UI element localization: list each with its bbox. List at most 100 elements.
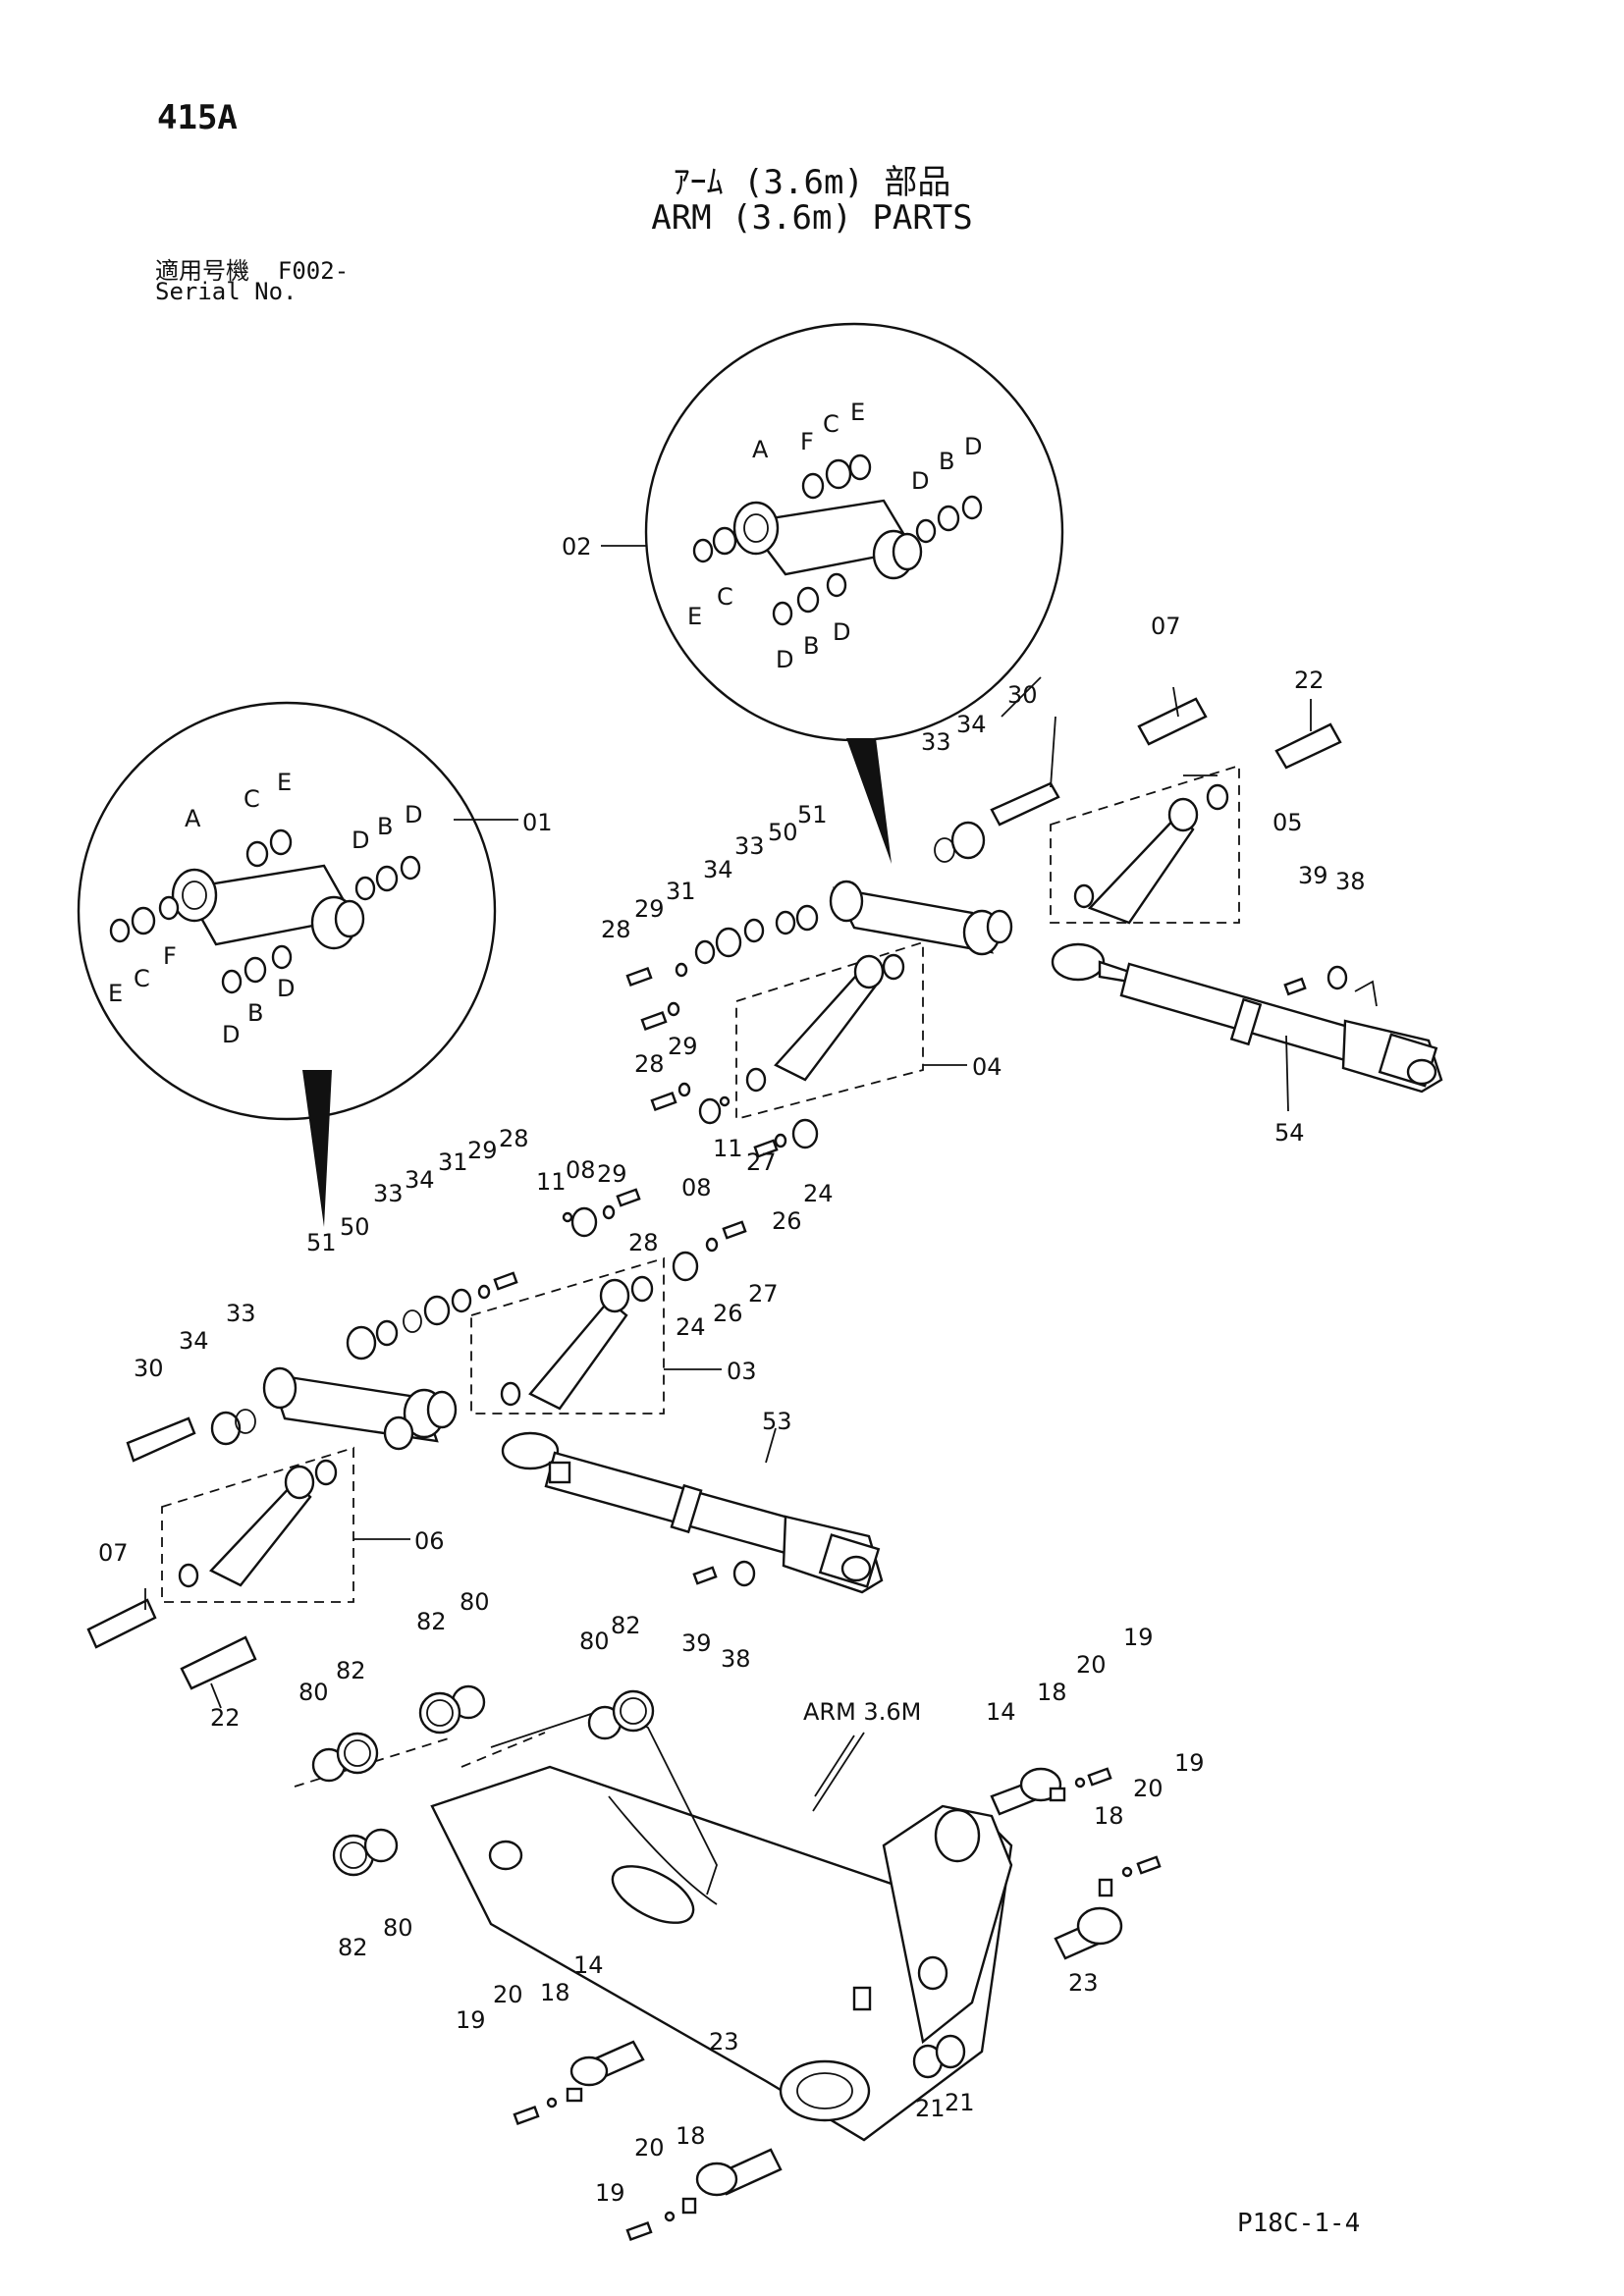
arm-label: ARM 3.6M [803,1698,921,1726]
detail02-letter-D4: D [833,618,850,646]
callout-34a: 34 [956,711,987,738]
callout-51b: 51 [306,1229,337,1256]
detail-circle-01: A C E D B D E C F D B D 01 [77,701,553,1227]
arm-pins-and-bolts [513,1767,1162,2241]
callout-18c: 18 [540,1979,570,2006]
title-japanese: ｱｰﾑ (3.6m) 部品 [673,163,951,202]
detail01-letter-D2: D [405,801,422,828]
callout-26a: 26 [772,1207,802,1235]
callout-22b: 22 [210,1704,241,1732]
detail-circle-02: A F C E D B D E C D B D 02 [562,322,1064,864]
callout-30b: 30 [134,1355,164,1382]
callout-24a: 24 [803,1180,834,1207]
callout-11b: 11 [713,1135,743,1162]
callout-28a: 28 [601,916,631,943]
callout-28c: 28 [499,1125,529,1152]
title-english: ARM (3.6m) PARTS [651,198,973,238]
detail02-letter-D1: D [911,467,929,495]
detail01-letter-B1: B [377,813,393,840]
callout-07b: 07 [98,1539,129,1567]
callout-39b: 39 [681,1629,712,1657]
detail01-letter-B2: B [247,999,263,1027]
callout-23a: 23 [1068,1969,1099,1997]
callout-06: 06 [414,1527,445,1555]
callout-38b: 38 [721,1645,751,1673]
detail02-letter-F: F [800,428,814,455]
upper-link-assembly [625,697,1342,1158]
callout-31b: 31 [438,1148,468,1176]
callout-19b: 19 [1174,1749,1205,1777]
callout-29d: 29 [597,1160,627,1188]
callout-22a: 22 [1294,667,1325,694]
detail02-letter-B1: B [939,448,954,475]
callout-82b: 82 [336,1657,366,1684]
callout-33c: 33 [373,1180,404,1207]
callout-04: 04 [972,1053,1002,1081]
page-code: 415A [157,98,238,137]
callout-19a: 19 [1123,1624,1154,1651]
detail02-letter-C2: C [717,583,733,611]
serial-label-en: Serial No. [155,278,298,305]
hydraulic-cylinder-53 [501,1431,884,1594]
callout-82d: 82 [338,1934,368,1961]
callout-11a: 11 [536,1168,567,1196]
detail01-letter-C2: C [134,965,150,992]
detail02-letter-E: E [850,399,865,426]
callout-82a: 82 [416,1608,447,1635]
callout-19c: 19 [456,2006,486,2034]
callout-18b: 18 [1094,1802,1124,1830]
callout-53: 53 [762,1408,792,1435]
serial-line: 適用号機 F002- [155,251,349,286]
callout-50b: 50 [340,1213,370,1241]
callout-20c: 20 [493,1981,523,2008]
callout-34c: 34 [405,1166,435,1194]
detail01-letter-D4: D [277,975,295,1002]
seal-rings [311,1684,655,1877]
callout-80a: 80 [460,1588,490,1616]
callout-21b: 21 [945,2089,975,2116]
callout-29b: 29 [668,1033,698,1060]
callout-05: 05 [1272,809,1303,836]
detail01-letter-C: C [244,785,260,813]
hydraulic-cylinder-54 [1051,942,1443,1112]
callout-03: 03 [727,1358,757,1385]
detail01-letter-E2: E [108,980,123,1007]
callout-14b: 14 [573,1951,604,1979]
callout-27b: 27 [748,1280,779,1308]
callout-08a: 08 [566,1156,596,1184]
callout-21a: 21 [915,2095,946,2122]
callout-51a: 51 [797,801,828,828]
callout-20d: 20 [634,2134,665,2162]
callout-28b: 28 [634,1050,665,1078]
callout-08b: 08 [681,1174,712,1201]
callout-33b: 33 [734,832,765,860]
callout-39a: 39 [1298,862,1328,889]
callout-80c: 80 [579,1628,610,1655]
detail01-letter-F: F [163,942,177,970]
callout-07a: 07 [1151,613,1181,640]
serial-label-jp: 適用号機 [155,257,249,285]
callout-27a: 27 [746,1148,777,1176]
callout-18a: 18 [1037,1679,1067,1706]
detail01-letter-E: E [277,769,292,796]
callout-26b: 26 [713,1300,743,1327]
callout-20a: 20 [1076,1651,1107,1679]
callout-28d: 28 [628,1229,659,1256]
callout-02: 02 [562,533,592,561]
callout-14a: 14 [986,1698,1016,1726]
callout-23b: 23 [709,2028,739,2056]
callout-34b: 34 [703,856,733,883]
detail01-letter-D3: D [222,1021,240,1048]
page-reference: P18C-1-4 [1237,2209,1361,2238]
callout-80d: 80 [383,1914,413,1942]
callout-24b: 24 [676,1313,706,1341]
arm-main-body [294,1707,1013,2142]
leader-lines [144,676,1312,1797]
detail01-letter-A: A [185,805,201,832]
detail01-letter-D1: D [352,827,369,854]
detail02-letter-C: C [823,410,839,438]
callout-33d: 33 [226,1300,256,1327]
callout-80b: 80 [298,1679,329,1706]
callout-29c: 29 [467,1137,498,1164]
